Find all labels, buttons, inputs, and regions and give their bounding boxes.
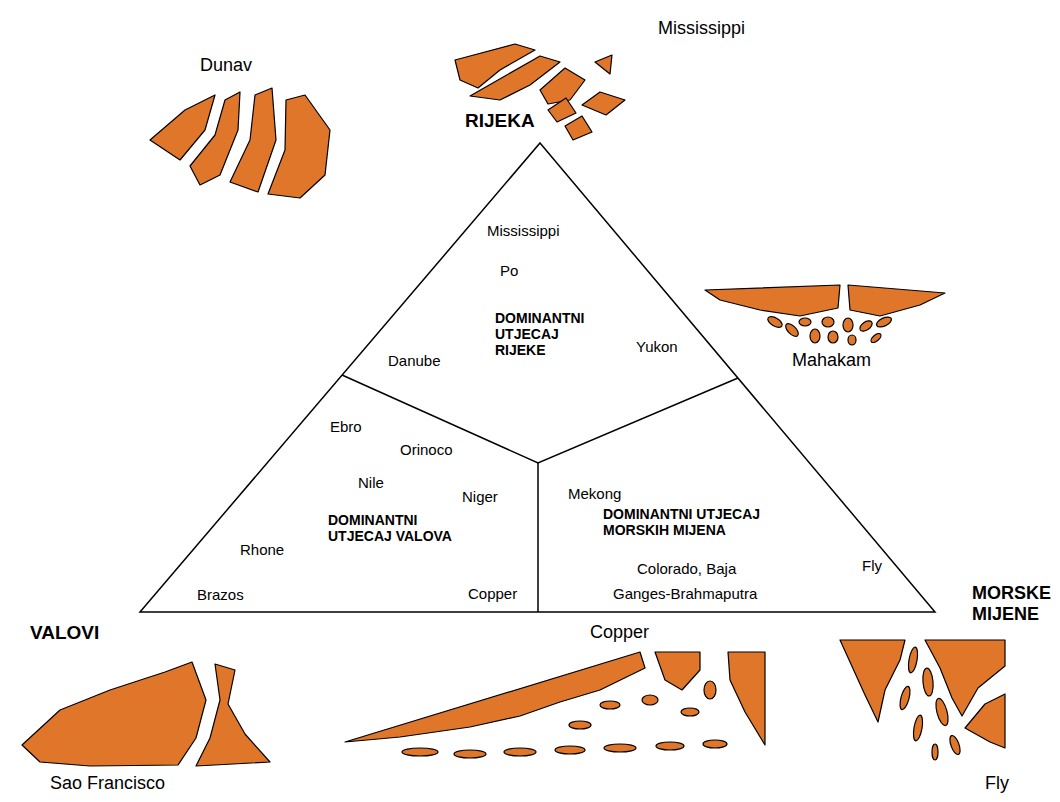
delta-name: Fly bbox=[985, 773, 1009, 794]
barrier-island bbox=[504, 748, 536, 756]
delta-bank bbox=[965, 694, 1005, 748]
field-label: DOMINANTNI UTJECAJ MORSKIH MIJENA bbox=[603, 506, 808, 538]
delta-island bbox=[869, 332, 882, 344]
ternary-triangle bbox=[140, 143, 935, 612]
delta-lobe bbox=[22, 662, 206, 766]
river-name: Rhone bbox=[240, 541, 284, 558]
end-member-label: RIJEKA bbox=[465, 110, 535, 132]
river-name: Niger bbox=[462, 488, 498, 505]
river-name: Nile bbox=[358, 474, 384, 491]
delta-bank bbox=[840, 640, 905, 722]
barrier-island bbox=[703, 740, 727, 748]
delta-island bbox=[912, 715, 924, 742]
river-name: Danube bbox=[388, 352, 441, 369]
delta-island bbox=[858, 319, 874, 334]
delta-lobe bbox=[548, 98, 576, 122]
delta-name: Mississippi bbox=[658, 18, 745, 39]
delta-island bbox=[922, 668, 934, 697]
delta-name: Sao Francisco bbox=[50, 773, 165, 794]
river-name: Mississippi bbox=[487, 222, 560, 239]
delta-lobe bbox=[268, 95, 330, 198]
barrier-island bbox=[402, 748, 438, 756]
delta-island bbox=[948, 734, 962, 756]
delta-island bbox=[569, 721, 591, 729]
river-name: Yukon bbox=[636, 338, 678, 355]
end-member-label: VALOVI bbox=[30, 622, 99, 644]
river-name: Orinoco bbox=[400, 441, 453, 458]
mahakam-delta bbox=[705, 285, 945, 345]
delta-island bbox=[898, 685, 912, 710]
delta-name: Mahakam bbox=[792, 350, 871, 371]
river-name: Mekong bbox=[568, 485, 621, 502]
delta-island bbox=[932, 744, 938, 760]
delta-island bbox=[810, 329, 820, 343]
delta-island bbox=[766, 315, 784, 330]
delta-plain bbox=[705, 285, 840, 316]
river-name: Ebro bbox=[330, 418, 362, 435]
delta-island bbox=[843, 318, 853, 332]
barrier-island bbox=[454, 750, 486, 758]
triangle-outline bbox=[140, 143, 935, 612]
delta-lobe bbox=[540, 68, 585, 104]
barrier-island bbox=[604, 744, 636, 752]
delta-plain bbox=[728, 652, 765, 745]
river-name: Fly bbox=[862, 557, 882, 574]
delta-island bbox=[934, 697, 951, 727]
mississippi-delta bbox=[455, 44, 625, 140]
delta-lobe bbox=[196, 664, 270, 766]
delta-island bbox=[875, 315, 893, 329]
end-member-label: MORSKE MIJENE bbox=[972, 583, 1052, 624]
copper-delta bbox=[345, 652, 765, 758]
barrier-island bbox=[555, 746, 585, 754]
river-name: Ganges-Brahmaputra bbox=[613, 585, 757, 602]
delta-island bbox=[784, 322, 801, 339]
delta-name: Dunav bbox=[200, 55, 252, 76]
field-boundary bbox=[537, 463, 539, 612]
delta-plain bbox=[345, 652, 645, 742]
delta-plain bbox=[848, 285, 945, 316]
delta-lobe bbox=[190, 92, 240, 185]
delta-island bbox=[907, 647, 919, 674]
river-name: Copper bbox=[466, 585, 519, 602]
delta-lobe bbox=[565, 116, 592, 140]
delta-lobe bbox=[230, 88, 276, 192]
delta-island bbox=[822, 317, 834, 327]
delta-island bbox=[681, 708, 699, 716]
fly-delta bbox=[840, 640, 1005, 760]
delta-island bbox=[642, 695, 658, 705]
sao-francisco-delta bbox=[22, 662, 270, 766]
river-name: Colorado, Baja bbox=[637, 560, 736, 577]
delta-plain bbox=[655, 652, 700, 690]
delta-lobe bbox=[595, 55, 612, 74]
danube-delta bbox=[150, 88, 330, 198]
delta-island bbox=[600, 701, 620, 709]
river-name: Brazos bbox=[197, 586, 244, 603]
field-label: DOMINANTNI UTJECAJ VALOVA bbox=[328, 512, 478, 544]
delta-name: Copper bbox=[590, 622, 649, 643]
delta-island bbox=[704, 681, 716, 699]
delta-lobe bbox=[582, 92, 625, 115]
field-label: DOMINANTNI UTJECAJ RIJEKE bbox=[495, 310, 607, 358]
barrier-island bbox=[656, 742, 684, 750]
field-boundary bbox=[342, 375, 738, 463]
delta-island bbox=[848, 335, 856, 345]
river-name: Po bbox=[500, 262, 518, 279]
delta-island bbox=[828, 331, 838, 343]
delta-island bbox=[799, 318, 811, 326]
